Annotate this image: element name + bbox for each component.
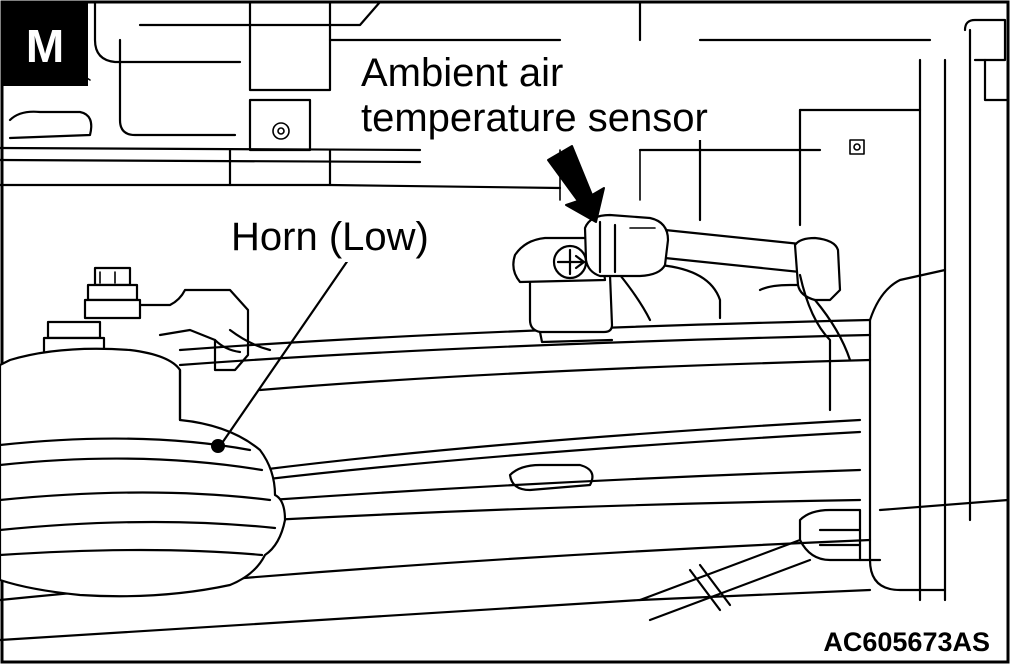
horn-low xyxy=(0,347,287,598)
ambient-air-temperature-sensor xyxy=(512,213,852,412)
section-badge: M xyxy=(2,2,88,86)
sensor-label-line1: Ambient air xyxy=(361,51,563,95)
radiator-shroud xyxy=(0,318,872,642)
upper-body-structure xyxy=(0,0,932,222)
figure-code: AC605673AS xyxy=(823,627,990,657)
horn-label: Horn (Low) xyxy=(231,215,429,259)
sensor-label-line2: temperature sensor xyxy=(361,96,708,140)
right-side-structure xyxy=(758,18,1010,602)
horn-leader-line xyxy=(218,248,357,448)
horn-bracket xyxy=(42,266,272,372)
lower-hose xyxy=(638,498,1010,622)
sensor-pointer-arrow xyxy=(547,145,605,223)
badge-letter: M xyxy=(26,20,64,72)
